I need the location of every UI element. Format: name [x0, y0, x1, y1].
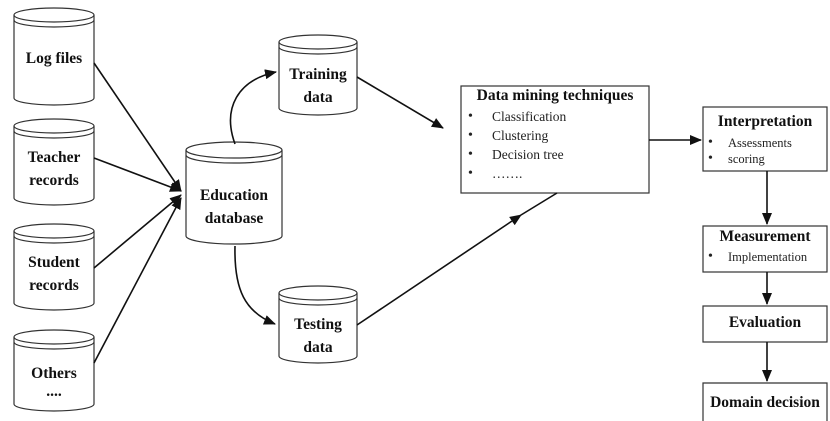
domain-decision-box	[702, 382, 828, 421]
testing-connector-segment	[520, 192, 558, 216]
interpretation-list: Assessments scoring	[706, 135, 792, 167]
data-mining-list: Classification Clustering Decision tree …	[466, 107, 566, 183]
others-cylinder	[13, 329, 95, 412]
training-data-text: data	[303, 89, 333, 106]
interpretation-item: scoring	[706, 151, 792, 167]
student-text: Student	[28, 254, 80, 271]
domain-decision-title: Domain decision	[710, 394, 820, 411]
evaluation-box	[702, 305, 828, 343]
interpretation-box	[702, 106, 828, 172]
data-mining-item: Classification	[466, 107, 566, 126]
arrow-log-to-db	[93, 62, 182, 192]
log-files-label: Log files	[14, 47, 94, 70]
arrow-teacher-to-db	[93, 157, 182, 192]
database-text: database	[204, 210, 264, 227]
education-database-label: Education database	[186, 184, 282, 230]
interpretation-title: Interpretation	[717, 113, 813, 130]
arrow-db-to-training	[229, 69, 277, 145]
measurement-box	[702, 225, 828, 273]
arrow-student-to-db	[93, 194, 182, 269]
evaluation-title: Evaluation	[728, 314, 802, 331]
data-mining-item: Clustering	[466, 126, 566, 145]
student-records-cylinder	[13, 223, 95, 311]
education-database-cylinder	[185, 141, 283, 245]
teacher-records-label: Teacher records	[14, 146, 94, 192]
measurement-title: Measurement	[719, 228, 811, 245]
student-records-label: Student records	[14, 251, 94, 297]
training-data-label: Training data	[279, 63, 357, 109]
arrow-training-to-mining	[356, 76, 444, 129]
teacher-records-cylinder	[13, 118, 95, 206]
teacher-records-text: records	[29, 172, 79, 189]
measurement-item: Implementation	[706, 249, 807, 265]
training-text: Training	[289, 66, 347, 83]
data-mining-title: Data mining techniques	[476, 87, 634, 104]
testing-data-cylinder	[278, 285, 358, 364]
others-label: Others ....	[14, 362, 94, 399]
measurement-list: Implementation	[706, 249, 807, 265]
others-text: Others	[31, 365, 77, 382]
student-records-text: records	[29, 277, 79, 294]
arrow-db-to-testing	[234, 245, 276, 325]
testing-data-label: Testing data	[279, 313, 357, 359]
data-mining-item: …….	[466, 164, 566, 183]
testing-text: Testing	[294, 316, 342, 333]
log-files-text: Log files	[25, 50, 83, 67]
training-data-cylinder	[278, 34, 358, 116]
others-ellipsis-text: ....	[46, 383, 62, 400]
education-text: Education	[199, 187, 269, 204]
teacher-text: Teacher	[27, 149, 81, 166]
data-mining-item: Decision tree	[466, 145, 566, 164]
log-files-cylinder	[13, 7, 95, 106]
testing-data-text: data	[303, 339, 333, 356]
interpretation-item: Assessments	[706, 135, 792, 151]
arrow-testing-to-mining	[356, 214, 522, 326]
arrow-others-to-db	[93, 197, 182, 364]
